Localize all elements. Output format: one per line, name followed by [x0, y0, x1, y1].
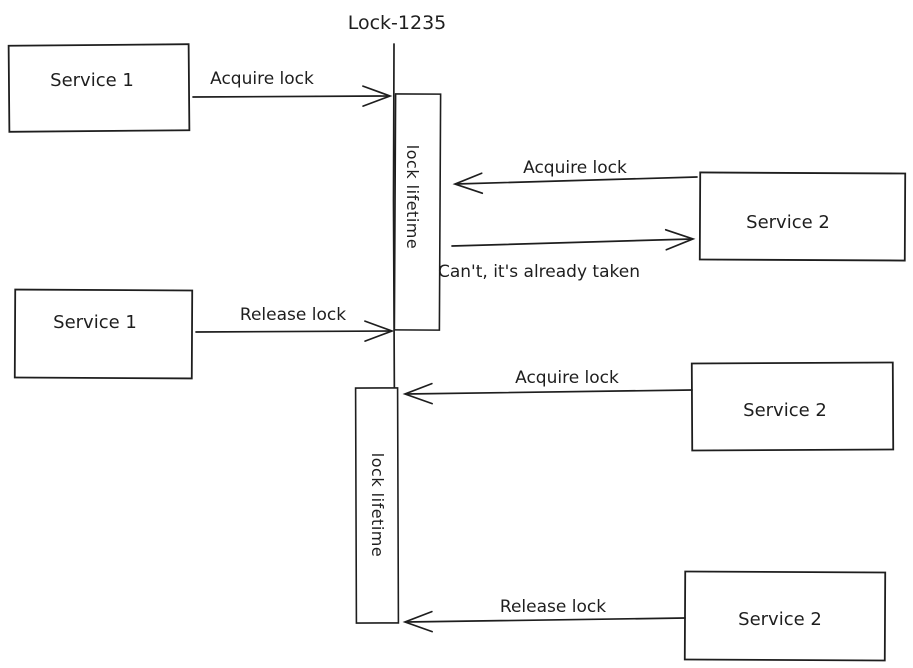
- arrow-release-lock-1-label: Release lock: [240, 305, 346, 325]
- arrow-acquire-lock-2-label: Acquire lock: [523, 158, 627, 178]
- service1-box-bottom-rect: [13, 288, 194, 380]
- service2-box-bottom-label: Service 2: [738, 609, 822, 630]
- arrow-release-lock-2-label: Release lock: [500, 597, 606, 617]
- service2-box-mid-label: Service 2: [743, 400, 827, 421]
- arrow-acquire-lock-1-label: Acquire lock: [210, 69, 314, 89]
- lock-lifetime-bar-2: lock lifetime: [354, 387, 400, 624]
- lock-lifetime-bar-1-rect: [393, 93, 442, 331]
- service1-box-top-label: Service 1: [50, 70, 134, 91]
- arrow-release-lock-2-line: [402, 610, 686, 633]
- lock-lifetime-bar-2-label: lock lifetime: [368, 453, 387, 557]
- lock-lifetime-bar-1-label: lock lifetime: [403, 145, 422, 249]
- arrow-denied-label: Can't, it's already taken: [438, 262, 640, 282]
- service2-box-mid: Service 2: [690, 361, 895, 452]
- service2-box-bottom-rect: [683, 570, 887, 662]
- arrow-acquire-lock-1-line: [192, 85, 393, 107]
- arrow-acquire-lock-3-label: Acquire lock: [515, 368, 619, 388]
- arrow-acquire-lock-2-line: [452, 172, 698, 195]
- service2-box-mid-rect: [690, 361, 895, 452]
- arrow-release-lock-1-line: [195, 320, 395, 342]
- arrow-acquire-lock-2: Acquire lock: [452, 158, 698, 195]
- arrow-denied: Can't, it's already taken: [438, 228, 696, 282]
- lock-lifetime-bar-2-rect: [354, 387, 400, 624]
- service2-box-bottom: Service 2: [683, 570, 887, 662]
- service1-box-bottom: Service 1: [13, 288, 194, 380]
- service2-box-top: Service 2: [698, 171, 907, 262]
- arrow-acquire-lock-1: Acquire lock: [192, 69, 393, 107]
- arrow-release-lock-2: Release lock: [402, 597, 686, 633]
- arrow-acquire-lock-3: Acquire lock: [402, 368, 693, 405]
- lock-title-label: Lock-1235: [348, 12, 447, 34]
- service2-box-top-rect: [698, 171, 907, 262]
- lock-lifetime-bar-1: lock lifetime: [393, 93, 442, 331]
- arrow-release-lock-1: Release lock: [195, 305, 395, 342]
- service1-box-bottom-label: Service 1: [53, 312, 137, 333]
- service1-box-top: Service 1: [7, 43, 191, 133]
- service1-box-top-rect: [7, 43, 191, 133]
- service2-box-top-label: Service 2: [746, 212, 830, 233]
- arrow-acquire-lock-3-line: [402, 382, 693, 405]
- arrow-denied-line: [451, 228, 696, 251]
